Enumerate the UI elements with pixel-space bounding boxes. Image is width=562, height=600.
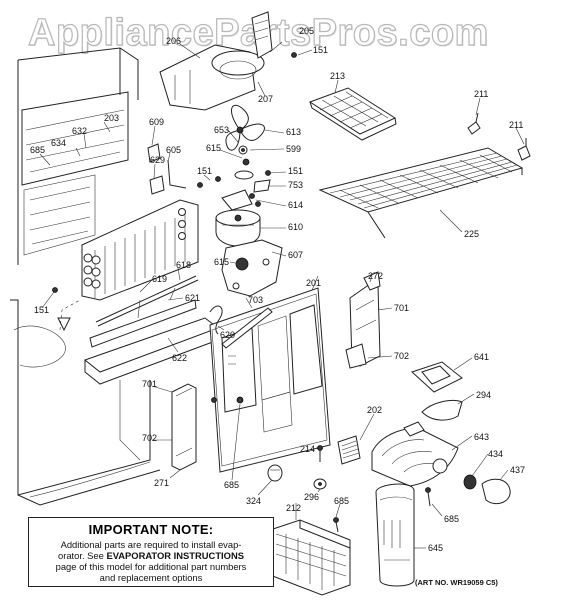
important-note-box: IMPORTANT NOTE: Additional parts are req… bbox=[28, 517, 274, 587]
callout-614: 614 bbox=[288, 200, 303, 210]
pointer-arrow bbox=[57, 317, 71, 332]
note-line-1: Additional parts are required to install… bbox=[60, 539, 242, 550]
callout-201: 201 bbox=[306, 278, 321, 288]
note-line-2-text: orator. See bbox=[58, 550, 107, 561]
note-line-3: page of this model for additional part n… bbox=[55, 561, 247, 572]
fan-blade bbox=[225, 104, 265, 151]
evaporator-coil bbox=[81, 199, 199, 301]
callout-613: 613 bbox=[286, 127, 301, 137]
air-duct-left bbox=[171, 383, 197, 471]
damper-housing bbox=[371, 421, 459, 487]
callout-607: 607 bbox=[288, 250, 303, 260]
callout-213: 213 bbox=[330, 71, 345, 81]
callout-610: 610 bbox=[288, 222, 303, 232]
callout-206: 206 bbox=[166, 36, 181, 46]
callout-622: 622 bbox=[172, 353, 187, 363]
pointer-line bbox=[59, 299, 81, 331]
callout-211-a: 211 bbox=[474, 89, 488, 99]
callout-214: 214 bbox=[300, 444, 315, 454]
callout-296: 296 bbox=[304, 492, 319, 502]
callout-615-b: 615 bbox=[214, 257, 229, 267]
callout-619: 619 bbox=[152, 274, 167, 284]
wire-shelf bbox=[318, 147, 524, 239]
fan-motor bbox=[215, 209, 261, 247]
callout-272: 272 bbox=[368, 271, 383, 281]
callout-632: 632 bbox=[72, 126, 87, 136]
callout-703: 703 bbox=[248, 295, 263, 305]
callout-225: 225 bbox=[464, 229, 479, 239]
callout-621: 621 bbox=[185, 293, 200, 303]
light-shield bbox=[421, 399, 463, 421]
cover-seal-strip bbox=[221, 307, 273, 349]
callout-599: 599 bbox=[286, 144, 301, 154]
callout-labels: 205 206 151 207 213 211 211 203 632 634 … bbox=[30, 26, 525, 553]
grille bbox=[337, 435, 361, 465]
light-bulb bbox=[481, 478, 511, 505]
fan-shroud bbox=[159, 11, 273, 111]
note-line-4: and replacement options bbox=[99, 572, 203, 583]
motor-bracket bbox=[221, 239, 283, 297]
callout-634: 634 bbox=[51, 138, 66, 148]
callout-151-top: 151 bbox=[313, 45, 328, 55]
air-duct-right bbox=[345, 271, 381, 369]
callout-271: 271 bbox=[154, 478, 169, 488]
thermistor-clip bbox=[52, 52, 297, 293]
callout-615-a: 615 bbox=[206, 143, 221, 153]
note-body: Additional parts are required to install… bbox=[29, 539, 273, 583]
callout-207: 207 bbox=[258, 94, 273, 104]
callout-643: 643 bbox=[474, 432, 489, 442]
note-title: IMPORTANT NOTE: bbox=[88, 522, 214, 537]
control-knob bbox=[267, 464, 283, 482]
fan-hardware bbox=[215, 145, 271, 211]
callout-618: 618 bbox=[176, 260, 191, 270]
leader-lines bbox=[39, 41, 525, 549]
callout-629: 629 bbox=[150, 155, 165, 165]
hex-nut bbox=[313, 478, 327, 490]
screw-214 bbox=[317, 445, 323, 462]
shelf-support-left bbox=[467, 112, 481, 135]
drain-trough bbox=[83, 317, 220, 385]
callout-641: 641 bbox=[474, 352, 489, 362]
evaporator-instructions-ref: EVAPORATOR INSTRUCTIONS bbox=[106, 550, 244, 561]
callout-211-b: 211 bbox=[509, 120, 523, 130]
callout-202: 202 bbox=[367, 405, 382, 415]
callout-620: 620 bbox=[220, 330, 235, 340]
screw-685-right bbox=[425, 487, 431, 507]
callout-434: 434 bbox=[488, 449, 503, 459]
shelf-support-right bbox=[517, 138, 531, 161]
air-tower bbox=[375, 483, 415, 587]
defrost-heater bbox=[89, 275, 199, 348]
callout-645: 645 bbox=[428, 543, 443, 553]
callout-653: 653 bbox=[214, 125, 229, 135]
ice-tray bbox=[308, 87, 397, 141]
callout-701-r: 701 bbox=[394, 303, 409, 313]
callout-605: 605 bbox=[166, 145, 181, 155]
freezer-cabinet bbox=[10, 47, 161, 506]
heater-clip bbox=[209, 305, 223, 335]
callout-685-bot: 685 bbox=[334, 496, 349, 506]
callout-205: 205 bbox=[299, 26, 314, 36]
callout-437: 437 bbox=[510, 465, 525, 475]
callout-203: 203 bbox=[104, 113, 119, 123]
callout-324: 324 bbox=[246, 496, 261, 506]
callout-702-l: 702 bbox=[142, 433, 157, 443]
callout-685-mid: 685 bbox=[224, 480, 239, 490]
callout-609: 609 bbox=[149, 117, 164, 127]
callout-685-r: 685 bbox=[444, 514, 459, 524]
callout-151-mid: 151 bbox=[197, 166, 212, 176]
callout-151-left: 151 bbox=[34, 305, 49, 315]
callout-294: 294 bbox=[476, 390, 491, 400]
pan-cover bbox=[411, 361, 463, 393]
callout-212: 212 bbox=[286, 503, 301, 513]
callout-701-l: 701 bbox=[142, 379, 157, 389]
callout-151-r: 151 bbox=[288, 166, 303, 176]
light-socket bbox=[463, 474, 477, 490]
callout-702-r: 702 bbox=[394, 351, 409, 361]
art-number: (ART NO. WR19059 C5) bbox=[415, 578, 498, 587]
screw-685 bbox=[333, 517, 339, 533]
note-line-2: orator. See EVAPORATOR INSTRUCTIONS bbox=[29, 550, 273, 561]
callout-753: 753 bbox=[288, 180, 303, 190]
callout-685-tl: 685 bbox=[30, 145, 45, 155]
